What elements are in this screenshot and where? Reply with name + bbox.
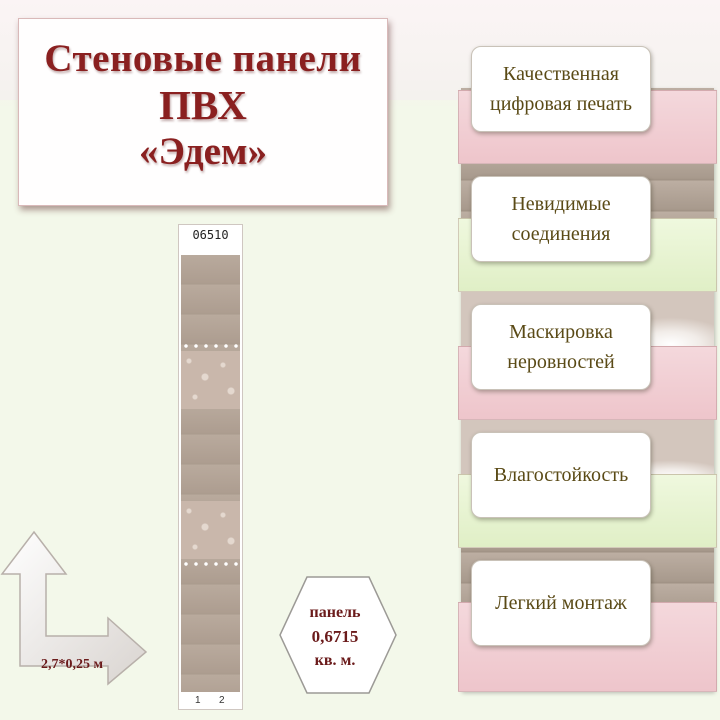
feature-card-masking: Маскировка неровностей — [471, 304, 651, 390]
panel-texture — [181, 255, 240, 692]
title-line-3: «Эдем» — [138, 130, 268, 173]
panel-numbers: 1 2 — [179, 693, 242, 709]
panel-sample: 06510 1 2 — [178, 224, 243, 710]
feature-card-easy-installation: Легкий монтаж — [471, 560, 651, 646]
dimensions-label: 2,7*0,25 м — [41, 657, 104, 672]
panel-dots-decoration — [181, 343, 240, 349]
area-badge-text: панель 0,6715 кв. м. — [283, 601, 387, 673]
panel-number-1: 1 — [195, 695, 201, 706]
area-hexagon-badge — [279, 576, 397, 694]
feature-line: Маскировка — [509, 321, 613, 343]
area-value: 0,6715 — [311, 627, 359, 646]
feature-card-print-quality: Качественная цифровая печать — [471, 46, 651, 132]
feature-card-invisible-joints: Невидимые соединения — [471, 176, 651, 262]
title-card: Стеновые панели ПВХ «Эдем» — [18, 18, 388, 206]
area-unit: кв. м. — [314, 652, 356, 669]
feature-line: Влагостойкость — [493, 464, 629, 486]
dimension-arrow-icon — [0, 530, 148, 686]
feature-line: Легкий монтаж — [495, 592, 627, 614]
feature-line: цифровая печать — [490, 93, 632, 115]
feature-card-moisture-resistance: Влагостойкость — [471, 432, 651, 518]
feature-line: Невидимые — [511, 193, 611, 215]
panel-dots-decoration — [181, 561, 240, 567]
feature-line: неровностей — [507, 351, 615, 373]
title-line-2: ПВХ — [159, 82, 247, 128]
panel-pattern-band — [181, 501, 240, 559]
panel-number-2: 2 — [219, 695, 225, 706]
feature-line: Качественная — [503, 63, 619, 85]
area-label: панель — [309, 604, 361, 621]
feature-line: соединения — [511, 223, 611, 245]
panel-code: 06510 — [179, 225, 242, 253]
panel-pattern-band — [181, 351, 240, 409]
title-line-1: Стеновые панели — [44, 37, 362, 80]
